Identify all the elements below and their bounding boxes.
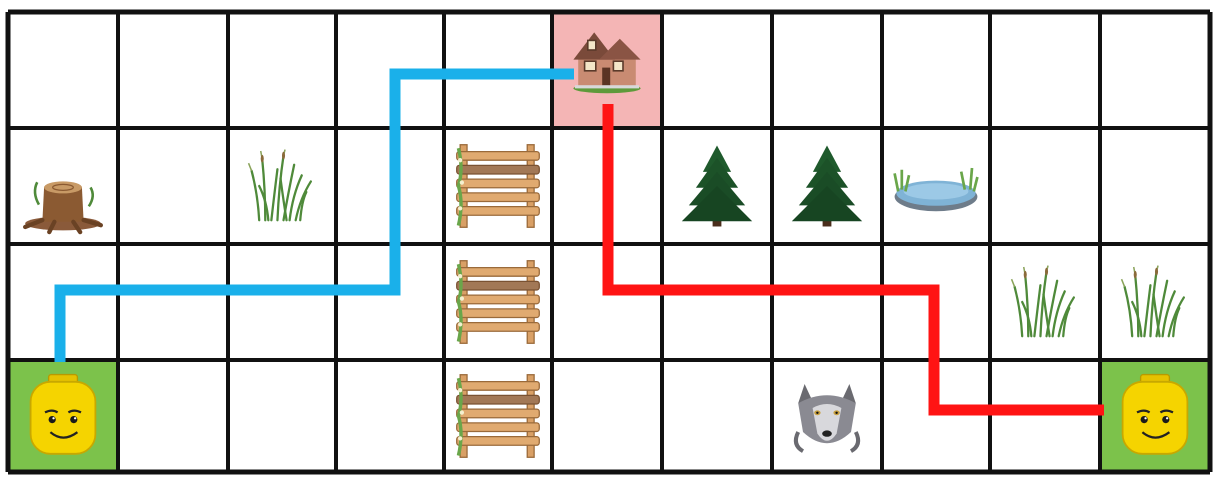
pine-tree-icon xyxy=(682,146,752,227)
grass-icon xyxy=(1012,266,1074,337)
wolf-icon xyxy=(796,384,858,451)
fence-icon xyxy=(457,375,540,458)
blue-path xyxy=(60,74,574,362)
pond-icon xyxy=(895,168,978,211)
red-path xyxy=(608,104,1104,410)
grass-icon xyxy=(1122,266,1184,337)
tree-stump-icon xyxy=(25,181,101,232)
player-head-right-icon xyxy=(1123,375,1188,454)
grass-icon xyxy=(249,150,311,221)
player-head-left-icon xyxy=(31,375,96,454)
fence-icon xyxy=(457,261,540,344)
fence-icon xyxy=(457,145,540,228)
pine-tree-icon xyxy=(792,146,862,227)
